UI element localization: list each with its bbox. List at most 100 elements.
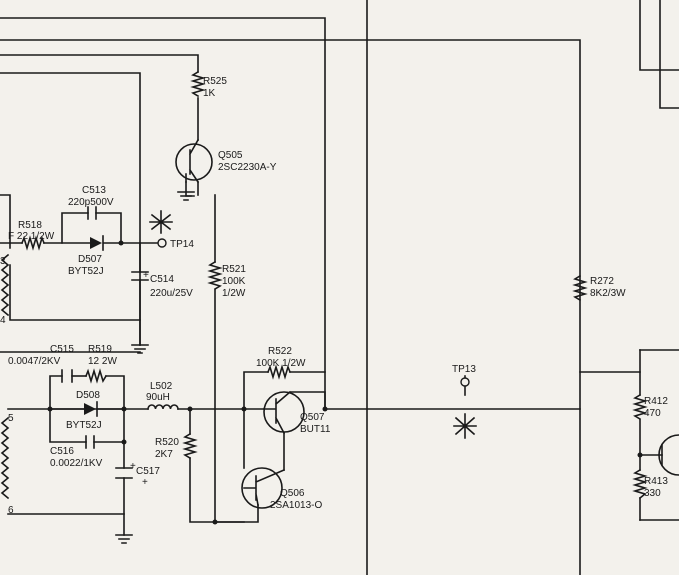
wire-right-b [659, 0, 679, 109]
r272-symbol [572, 274, 588, 302]
wire-r520-bottom [189, 457, 216, 523]
q505-part: 2SC2230A-Y [218, 162, 277, 173]
wire-c513-right [95, 212, 122, 244]
r525-symbol [190, 70, 206, 98]
wire-top-1 [0, 17, 326, 373]
c515-symbol [61, 369, 73, 383]
q506-leads [243, 468, 286, 506]
c513-ref: C513 [82, 185, 106, 196]
r519-ref: R519 [88, 344, 112, 355]
pin-4: 4 [0, 315, 6, 326]
r518-symbol [20, 235, 46, 251]
r272-value: 8K2/3W [590, 288, 626, 299]
ground-icon [177, 191, 195, 201]
pin-6: 6 [8, 505, 14, 516]
test-points [157, 238, 470, 387]
wire-c513-left [61, 212, 89, 244]
junction-dot [47, 406, 53, 412]
l502-symbol [147, 404, 179, 410]
r412-value: 470 [644, 408, 661, 419]
tp13-icon [460, 377, 470, 387]
r522-symbol [266, 364, 292, 380]
c517-plus: + [130, 461, 136, 472]
junction-dot [637, 452, 643, 458]
c515-ref: C515 [50, 344, 74, 355]
r518-value: F 22 1/2W [8, 231, 55, 242]
c517-small-plus: + [142, 477, 148, 488]
q506-symbol [241, 467, 283, 509]
q506-ref: Q506 [280, 488, 305, 499]
ground-icon [131, 344, 149, 354]
wire-conn-3 [0, 194, 11, 249]
q505-leads [185, 138, 200, 184]
c514-plus: + [143, 270, 149, 281]
spark-gap-icon [453, 413, 477, 439]
right-transistor-symbol [658, 434, 679, 476]
c513-value: 220p500V [68, 197, 114, 208]
junction-dot [121, 406, 127, 412]
junction-dot [241, 406, 247, 412]
tp14-icon [157, 238, 167, 248]
d508-symbol [84, 403, 96, 415]
junction-dot [121, 439, 127, 445]
resistors [20, 70, 648, 500]
q505-symbol [175, 143, 213, 181]
junctions [47, 240, 643, 525]
c513-symbol [87, 206, 97, 220]
wire-right-a [639, 0, 679, 71]
wire-top-2 [0, 39, 581, 575]
r520-value: 2K7 [155, 449, 173, 460]
wire-r525-top [0, 54, 199, 73]
ground-icon [115, 534, 133, 544]
pin-3: 3 [0, 256, 6, 267]
d508-ref: D508 [76, 390, 100, 401]
q507-part: BUT11 [300, 424, 331, 435]
d508-part: BYT52J [66, 420, 102, 431]
q506-part: 2SA1013-O [270, 500, 322, 511]
r519-value: 12 2W [88, 356, 117, 367]
r519-symbol [84, 368, 108, 384]
r522-value: 100K 1/2W [256, 358, 306, 369]
l502-value: 90uH [146, 392, 170, 403]
c517-symbol [115, 467, 133, 479]
l502-ref: L502 [150, 381, 173, 392]
r521-value2: 1/2W [222, 288, 246, 299]
transistors [175, 138, 679, 509]
r522-ref: R522 [268, 346, 292, 357]
grounds [115, 191, 195, 544]
wire-conn-4 [9, 264, 141, 321]
q505-ref: Q505 [218, 150, 243, 161]
q507-leads [263, 390, 326, 435]
r272-ref: R272 [590, 276, 614, 287]
connector-outline [0, 253, 10, 500]
connector-outline-upper [0, 253, 10, 317]
wire-c515-left [49, 375, 63, 410]
c516-value: 0.0022/1KV [50, 458, 103, 469]
starbursts [149, 210, 477, 439]
labels: R525 1K Q505 2SC2230A-Y C513 220p500V R5… [0, 76, 668, 516]
r413-ref: R413 [644, 476, 668, 487]
tp14-label: TP14 [170, 239, 194, 250]
tp13-label: TP13 [452, 364, 476, 375]
r520-ref: R520 [155, 437, 179, 448]
junction-dot [187, 406, 193, 412]
r521-symbol [207, 260, 223, 291]
wire-r412-top [579, 371, 641, 396]
capacitors [61, 206, 149, 479]
wire-r522-left [243, 371, 269, 410]
wire-q505-emitter [185, 181, 195, 197]
r518-ref: R518 [18, 220, 42, 231]
d507-ref: D507 [78, 254, 102, 265]
c514-ref: C514 [150, 274, 174, 285]
c515-value: 0.0047/2KV [8, 356, 61, 367]
wire-c516-left [49, 408, 87, 443]
r412-ref: R412 [644, 396, 668, 407]
r525-ref: R525 [203, 76, 227, 87]
wire-left-c514 [0, 72, 141, 346]
junction-dot [212, 519, 218, 525]
r521-ref: R521 [222, 264, 246, 275]
r521-value1: 100K [222, 276, 246, 287]
q507-ref: Q507 [300, 412, 325, 423]
